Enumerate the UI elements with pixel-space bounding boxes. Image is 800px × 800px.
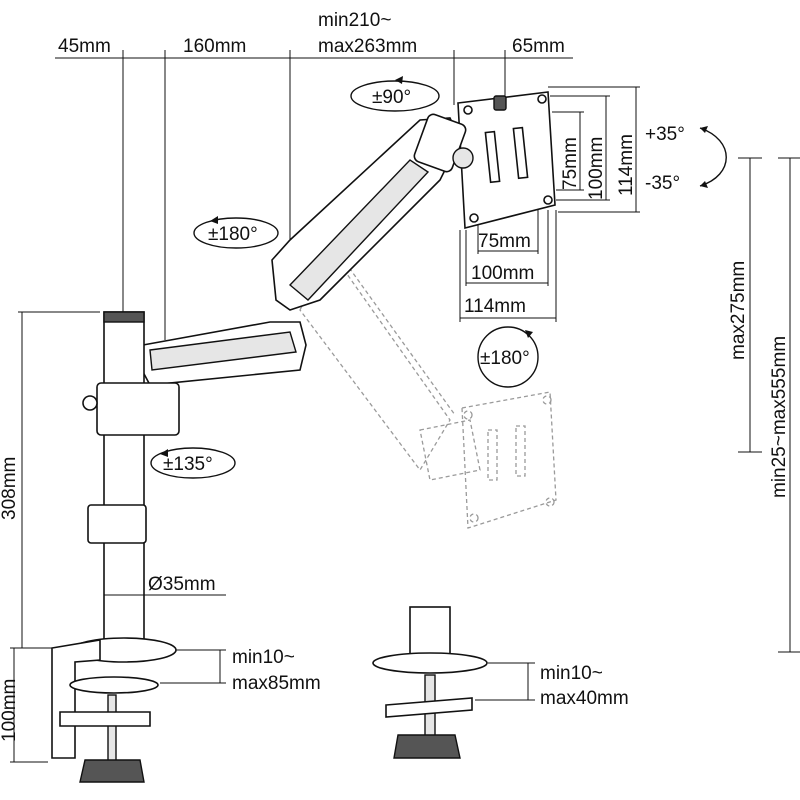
swivel-upper-label: ±180° bbox=[208, 224, 258, 245]
arrow-head-icon bbox=[700, 126, 708, 133]
tilt-down-label: -35° bbox=[645, 173, 680, 194]
pole-height-label: 308mm bbox=[0, 457, 20, 520]
height-range-dimension bbox=[738, 157, 800, 653]
clamp-max-label: max85mm bbox=[232, 673, 321, 694]
head-offset-label: 65mm bbox=[512, 36, 565, 57]
arrow-head-icon bbox=[700, 181, 708, 188]
arrow-head-icon bbox=[395, 76, 403, 84]
arrow-head-icon bbox=[525, 330, 533, 338]
vesa-h-75-label: 75mm bbox=[478, 231, 531, 252]
swivel-arrow-icon bbox=[350, 80, 440, 112]
arm-lower bbox=[142, 321, 307, 386]
tilt-badge: +35° -35° bbox=[645, 124, 727, 194]
vesa-horizontal-dimensions bbox=[459, 210, 557, 322]
arm-upper-min-label: min210~ bbox=[318, 10, 391, 31]
pole-collar bbox=[96, 382, 180, 436]
grommet-mount bbox=[372, 606, 488, 759]
top-dimension-line bbox=[55, 50, 573, 340]
swivel-upper-badge: ±180° bbox=[193, 216, 279, 249]
height-range-label: max275mm bbox=[728, 261, 749, 360]
locking-knob-icon bbox=[82, 395, 98, 411]
clamp-height-label: 100mm bbox=[0, 679, 20, 742]
pole-diameter-label: Ø35mm bbox=[148, 574, 216, 595]
swivel-base-label: ±135° bbox=[163, 454, 213, 475]
arrow-head-icon bbox=[160, 449, 168, 457]
arm-upper-gas-spring bbox=[271, 113, 474, 311]
rotation-arrow-icon bbox=[477, 326, 539, 388]
vesa-h-114-label: 114mm bbox=[464, 296, 526, 317]
swivel-arrow-icon bbox=[150, 447, 236, 479]
tilt-arrow-icon bbox=[699, 127, 727, 187]
vesa-h-100-label: 100mm bbox=[471, 263, 534, 284]
grommet-max-label: max40mm bbox=[540, 688, 629, 709]
clamp-dimensions bbox=[10, 647, 226, 763]
cable-clip bbox=[87, 504, 147, 544]
pole-height-dimension bbox=[18, 311, 100, 649]
arrow-head-icon bbox=[210, 216, 218, 224]
arm-lower-length-label: 160mm bbox=[183, 36, 246, 57]
arm-upper-max-label: max263mm bbox=[318, 36, 417, 57]
vesa-v-114-label: 114mm bbox=[616, 134, 637, 196]
vesa-v-75-label: 75mm bbox=[560, 137, 581, 190]
arm-lowered-ghost bbox=[299, 248, 557, 529]
swivel-head-badge: ±90° bbox=[350, 76, 440, 112]
rotation-badge: ±180° bbox=[477, 326, 539, 388]
swivel-arrow-icon bbox=[193, 217, 279, 249]
vesa-vertical-dimensions bbox=[548, 86, 640, 213]
tilt-up-label: +35° bbox=[645, 124, 685, 145]
tilt-joint-icon bbox=[452, 147, 474, 169]
clamp-min-label: min10~ bbox=[232, 647, 295, 668]
rotation-label: ±180° bbox=[480, 348, 530, 369]
swivel-head-label: ±90° bbox=[372, 87, 411, 108]
pole-offset-label: 45mm bbox=[58, 36, 111, 57]
grommet-min-label: min10~ bbox=[540, 663, 603, 684]
clamp-knob-icon bbox=[79, 759, 145, 783]
vesa-plate bbox=[457, 91, 556, 230]
knob-icon bbox=[493, 95, 507, 111]
desk-clamp bbox=[51, 637, 177, 783]
height-total-label: min25~max555mm bbox=[769, 336, 790, 498]
grommet-knob-icon bbox=[393, 734, 461, 759]
vesa-v-100-label: 100mm bbox=[586, 137, 607, 200]
grommet-dimensions bbox=[475, 662, 535, 701]
swivel-base-badge: ±135° bbox=[150, 447, 236, 479]
